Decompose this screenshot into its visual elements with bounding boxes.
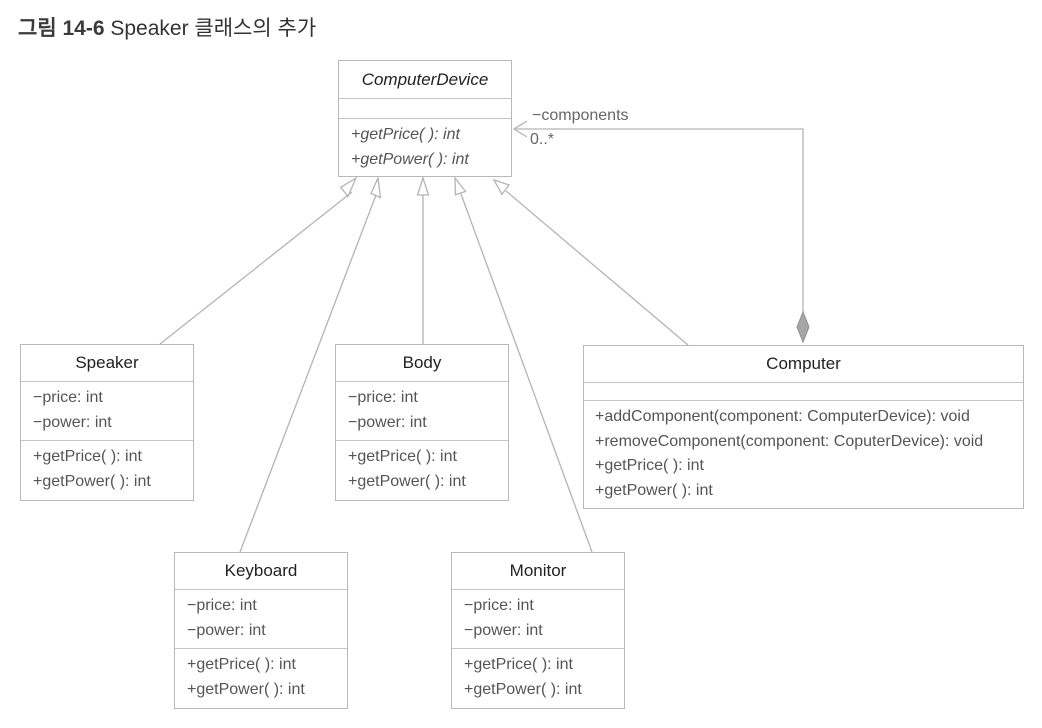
- operation-item: +getPrice( ): int: [464, 656, 573, 673]
- class-keyboard: Keyboard −price: int −power: int +getPri…: [174, 552, 348, 709]
- operation-item: +getPrice( ): int: [187, 656, 296, 673]
- class-monitor: Monitor −price: int −power: int +getPric…: [451, 552, 625, 709]
- operation-item: +addComponent(component: ComputerDevice)…: [595, 408, 970, 425]
- figure-title: Speaker 클래스의 추가: [110, 17, 317, 40]
- association-multiplicity-label: 0..*: [530, 131, 555, 148]
- operation-item: +removeComponent(component: CoputerDevic…: [595, 432, 984, 450]
- inheritance-arrowhead-speaker: [339, 176, 358, 198]
- class-name: Monitor: [452, 553, 624, 590]
- class-attributes: [339, 99, 511, 119]
- generalization-speaker: [159, 191, 353, 345]
- class-attributes: [584, 383, 1023, 401]
- inheritance-arrowhead-body: [416, 175, 430, 196]
- composition-line: [516, 128, 804, 312]
- class-name: Speaker: [21, 345, 193, 382]
- figure-caption: 그림 14-6 Speaker 클래스의 추가: [18, 12, 316, 42]
- class-attributes: −price: int −power: int: [21, 382, 193, 441]
- attribute-item: −power: int: [187, 621, 266, 639]
- operation-item: +getPrice( ): int: [33, 448, 142, 465]
- class-operations: +getPrice( ): int +getPower( ): int: [175, 649, 347, 707]
- class-name: ComputerDevice: [339, 61, 511, 99]
- attribute-item: −price: int: [33, 389, 103, 406]
- operation-item: +getPower( ): int: [351, 150, 469, 168]
- operation-item: +getPower( ): int: [595, 481, 713, 499]
- class-body: Body −price: int −power: int +getPrice( …: [335, 344, 509, 501]
- class-computer: Computer +addComponent(component: Comput…: [583, 345, 1024, 509]
- generalization-monitor: [460, 193, 593, 553]
- class-computer-device: ComputerDevice +getPrice( ): int +getPow…: [338, 60, 512, 177]
- inheritance-arrowhead-computer: [492, 178, 511, 196]
- association-role-label: −components: [532, 107, 629, 124]
- class-operations: +addComponent(component: ComputerDevice)…: [584, 401, 1023, 508]
- attribute-item: −power: int: [464, 621, 543, 639]
- operation-item: +getPower( ): int: [348, 472, 466, 490]
- class-attributes: −price: int −power: int: [175, 590, 347, 649]
- class-attributes: −price: int −power: int: [336, 382, 508, 441]
- class-operations: +getPrice( ): int +getPower( ): int: [336, 441, 508, 499]
- attribute-item: −price: int: [348, 389, 418, 406]
- figure-number: 그림 14-6: [18, 17, 105, 40]
- class-name: Keyboard: [175, 553, 347, 590]
- inheritance-arrowhead-keyboard: [370, 175, 382, 199]
- operation-item: +getPower( ): int: [464, 680, 582, 698]
- attribute-item: −power: int: [33, 413, 112, 431]
- operation-item: +getPower( ): int: [187, 680, 305, 698]
- operation-item: +getPrice( ): int: [595, 457, 704, 474]
- class-name: Computer: [584, 346, 1023, 383]
- navigability-arrowhead: [512, 120, 528, 138]
- generalization-keyboard: [239, 194, 377, 553]
- attribute-item: −price: int: [464, 597, 534, 614]
- class-speaker: Speaker −price: int −power: int +getPric…: [20, 344, 194, 501]
- attribute-item: −price: int: [187, 597, 257, 614]
- inheritance-arrowhead-monitor: [454, 176, 467, 196]
- class-name: Body: [336, 345, 508, 382]
- operation-item: +getPrice( ): int: [348, 448, 457, 465]
- generalization-computer: [505, 190, 689, 346]
- operation-item: +getPrice( ): int: [351, 126, 460, 143]
- class-operations: +getPrice( ): int +getPower( ): int: [21, 441, 193, 499]
- composition-diamond: [796, 310, 810, 344]
- operation-item: +getPower( ): int: [33, 472, 151, 490]
- attribute-item: −power: int: [348, 413, 427, 431]
- class-attributes: −price: int −power: int: [452, 590, 624, 649]
- class-operations: +getPrice( ): int +getPower( ): int: [452, 649, 624, 707]
- class-operations: +getPrice( ): int +getPower( ): int: [339, 119, 511, 177]
